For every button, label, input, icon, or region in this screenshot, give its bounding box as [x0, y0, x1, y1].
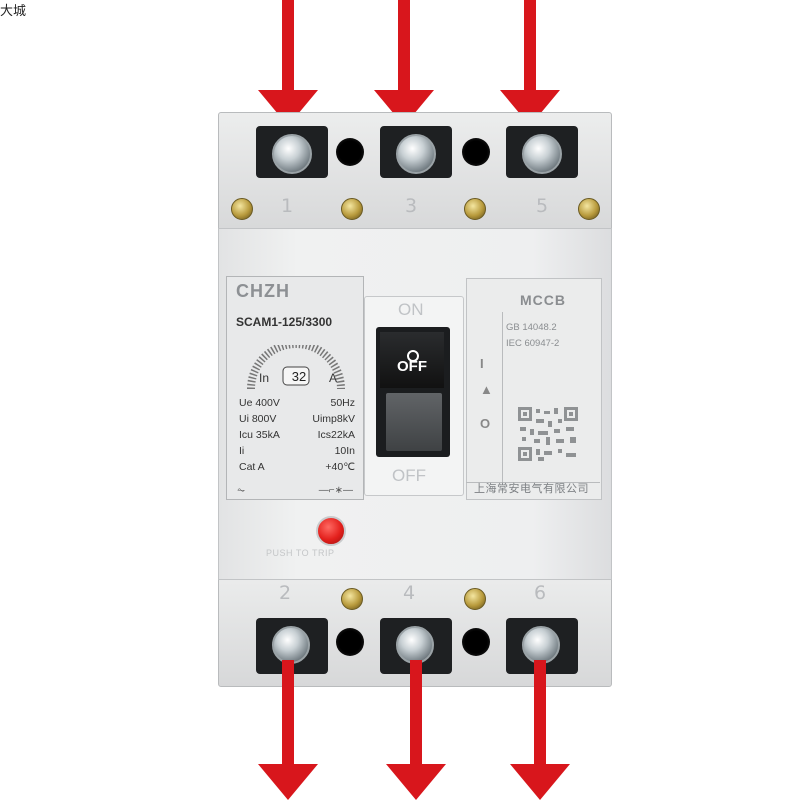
indicator-off: O [480, 416, 491, 431]
terminal-number-2: 2 [279, 582, 292, 604]
indicator-on: I [480, 356, 484, 371]
toggle-handle-base[interactable] [386, 393, 442, 451]
mounting-hole [462, 628, 490, 656]
label-divider [502, 312, 503, 482]
dial-unit-in: In [259, 371, 270, 385]
wave-icon: ⏦ [237, 485, 246, 496]
brass-screw [341, 198, 363, 220]
terminal-screw [272, 134, 312, 174]
mounting-hole [336, 138, 364, 166]
output-arrow-2 [386, 660, 446, 800]
manufacturer-name: 上海常安电气有限公司 [474, 483, 589, 495]
push-to-trip-label: PUSH TO TRIP [266, 548, 335, 558]
corner-watermark-text: 大城 [0, 4, 27, 19]
brass-screw [464, 198, 486, 220]
switch-icon: —⌐∗— [318, 485, 353, 496]
terminal-number-1: 1 [281, 195, 294, 217]
input-arrow-3 [500, 0, 560, 126]
on-position-label: ON [398, 300, 424, 319]
model-number: SCAM1-125/3300 [236, 315, 333, 329]
standard-gb: GB 14048.2 [506, 322, 557, 333]
mccb-label: MCCB [520, 292, 566, 308]
input-arrow-2 [374, 0, 434, 126]
dial-unit-a: A [329, 371, 338, 385]
standard-iec: IEC 60947-2 [506, 338, 560, 349]
circuit-symbols: ⏦ —⌐∗— [237, 485, 353, 496]
terminal-number-5: 5 [536, 195, 549, 217]
brass-screw [231, 198, 253, 220]
terminal-screw [272, 626, 310, 664]
terminal-screw [522, 134, 562, 174]
off-circle-icon [407, 350, 419, 362]
input-arrow-1 [258, 0, 318, 126]
output-arrow-1 [258, 660, 318, 800]
terminal-screw [396, 134, 436, 174]
qr-code-icon [518, 407, 578, 461]
dial-current-value: 32 [291, 369, 307, 384]
type-label [466, 278, 602, 500]
terminal-screw [396, 626, 434, 664]
label-divider [466, 482, 600, 483]
terminal-screw [522, 626, 560, 664]
brass-screw [578, 198, 600, 220]
terminal-number-4: 4 [403, 582, 416, 604]
brass-screw [464, 588, 486, 610]
push-to-trip-button[interactable] [316, 516, 346, 546]
handle-off-label: OFF [397, 358, 427, 375]
indicator-trip: ▲ [480, 382, 493, 397]
output-arrow-3 [510, 660, 570, 800]
mounting-hole [336, 628, 364, 656]
terminal-number-6: 6 [534, 582, 547, 604]
brass-screw [341, 588, 363, 610]
brand-logo: CHZH [236, 281, 290, 301]
mounting-hole [462, 138, 490, 166]
current-dial [247, 345, 345, 390]
terminal-number-3: 3 [405, 195, 418, 217]
spec-row: Cat A+40℃ [239, 461, 355, 473]
off-position-label: OFF [392, 466, 426, 485]
